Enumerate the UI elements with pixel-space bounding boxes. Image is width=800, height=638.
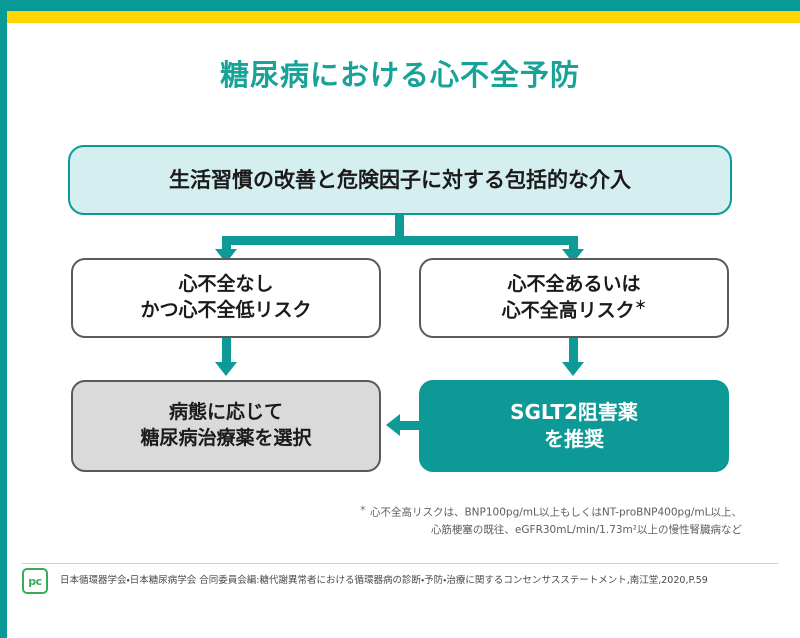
yellow-accent-bar (7, 11, 800, 23)
footnote-line-2: 心筋梗塞の既往、eGFR30mL/min/1.73m²以上の慢性腎臓病など (430, 523, 742, 536)
flow-box-mid-right-line2: 心不全高リスク＊ (502, 298, 647, 324)
flow-box-bottom-right-line1: SGLT2阻害薬 (510, 400, 638, 424)
flow-box-no-heart-failure: 心不全なし かつ心不全低リスク (71, 258, 381, 338)
arrowhead-to-bottom-left-box (386, 414, 400, 436)
pc-logo-icon: pc (22, 568, 48, 594)
connector-top-stem (395, 215, 404, 243)
flow-box-mid-right-line1: 心不全あるいは (507, 273, 641, 296)
footnote-asterisk-icon: ＊ (359, 504, 367, 513)
connector-stem-right (569, 338, 578, 364)
flow-box-select-diabetes-drug: 病態に応じて 糖尿病治療薬を選択 (71, 380, 381, 472)
flow-box-heart-failure-high-risk: 心不全あるいは 心不全高リスク＊ (419, 258, 729, 338)
arrowhead-to-bottom-right (562, 362, 584, 376)
footnote-line-1: ＊ 心不全高リスクは、BNP100pg/mL以上もしくはNT-proBNP400… (312, 503, 742, 522)
source-block: pc 日本循環器学会・日本糖尿病学会 合同委員会編:糖代謝異常者における循環器病… (22, 568, 782, 594)
flow-box-bottom-right-line2: を推奨 (544, 427, 604, 451)
footnote-line-1-text: 心不全高リスクは、BNP100pg/mL以上もしくはNT-proBNP400pg… (369, 506, 742, 519)
source-citation: 日本循環器学会・日本糖尿病学会 合同委員会編:糖代謝異常者における循環器病の診断… (60, 574, 708, 586)
flow-box-comprehensive-intervention: 生活習慣の改善と危険因子に対する包括的な介入 (68, 145, 732, 215)
flow-box-sglt2-recommended: SGLT2阻害薬 を推奨 (419, 380, 729, 472)
connector-split-bar (222, 236, 578, 245)
flow-box-mid-left-line1: 心不全なし (178, 273, 274, 296)
flow-box-mid-right-line2-text: 心不全高リスク (501, 299, 635, 322)
flow-box-bottom-left-line1: 病態に応じて (168, 401, 283, 424)
footnote-block: ＊ 心不全高リスクは、BNP100pg/mL以上もしくはNT-proBNP400… (312, 503, 742, 539)
flow-box-top-label: 生活習慣の改善と危険因子に対する包括的な介入 (169, 167, 631, 192)
connector-drop-left (222, 236, 231, 251)
footnote-marker-icon: ＊ (634, 297, 647, 312)
connector-horizontal-shaft (400, 421, 424, 430)
page-title: 糖尿病における心不全予防 (219, 58, 580, 92)
flow-box-mid-left-line2: かつ心不全低リスク (140, 299, 312, 321)
left-accent-bar (0, 0, 7, 638)
top-accent-bar (0, 0, 800, 11)
arrowhead-to-bottom-left (215, 362, 237, 376)
connector-stem-left (222, 338, 231, 364)
connector-drop-right (569, 236, 578, 251)
flow-box-bottom-left-line2: 糖尿病治療薬を選択 (140, 427, 312, 449)
source-divider (22, 563, 778, 564)
